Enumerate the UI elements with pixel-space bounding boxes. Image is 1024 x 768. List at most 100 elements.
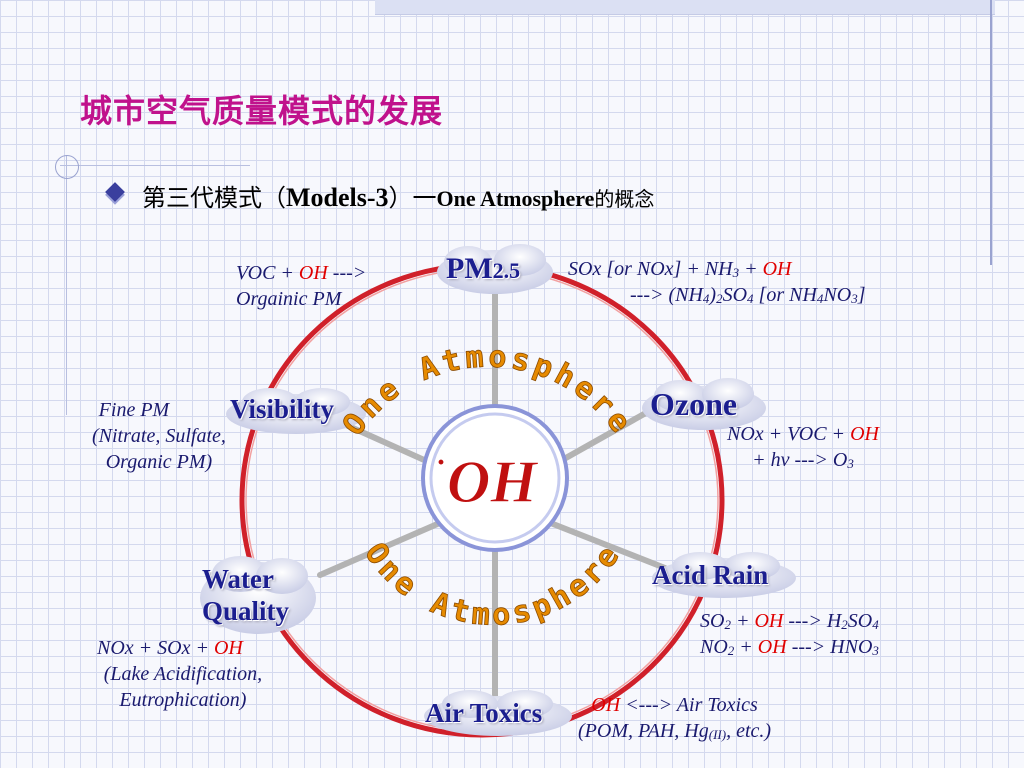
sox-oh: OH <box>762 258 792 280</box>
so2-text-b: + <box>730 610 755 632</box>
sox2-text-a: ---> (NH <box>630 284 703 306</box>
voc-line1: VOC + OH ---> <box>236 260 366 286</box>
no2-text-c: ---> HNO <box>786 636 873 658</box>
acid-rain-label: Acid Rain <box>652 560 769 590</box>
spoke-ozone <box>545 402 663 471</box>
so2-sub1: 2 <box>724 617 731 632</box>
fine-pm-line2: (Nitrate, Sulfate, <box>92 425 226 447</box>
sox2-text-f: ] <box>857 284 866 306</box>
sox2-sub2: 2 <box>716 291 723 306</box>
air-toxics-label: Air Toxics <box>425 698 543 728</box>
fine-pm-annotation: Fine PM (Nitrate, Sulfate, Organic PM) <box>92 397 226 475</box>
nox-oh: OH <box>850 423 879 445</box>
pm25-subscript: 2.5 <box>492 258 521 283</box>
airtox-text-b: <---> Air Toxics <box>620 694 758 716</box>
sox2-sub3: 4 <box>747 291 754 306</box>
right-decoration-line <box>990 0 992 265</box>
airtox-line2: (POM, PAH, Hg(II), etc.) <box>578 718 771 744</box>
sox2-text-d: [or NH <box>753 284 817 306</box>
noxsox-line1: NOx + SOx + OH <box>97 635 269 661</box>
noxsox-line2: (Lake Acidification, <box>103 663 263 685</box>
noxsox-oh: OH <box>213 637 243 659</box>
center-circle <box>421 404 569 552</box>
top-decoration-bar <box>375 0 995 15</box>
so2-text-d: SO <box>847 610 873 632</box>
sox-text-b: + <box>739 258 763 280</box>
sox-line1: SOx [or NOx] + NH3 + OH <box>568 256 866 282</box>
pm25-main: PM <box>446 252 493 285</box>
voc-text-b: ---> <box>327 262 367 284</box>
subtitle-part2: Models-3 <box>286 183 389 212</box>
slide-title: 城市空气质量模式的发展 <box>80 92 444 130</box>
water-quality-line2: Quality <box>202 596 290 626</box>
sox-text-a: SOx [or NOx] + NH <box>568 258 733 280</box>
visibility-cloud <box>226 388 366 434</box>
no2-line: NO2 + OH ---> HNO3 <box>700 634 879 660</box>
subtitle-part3: ）一 <box>388 184 437 212</box>
fine-pm-line1: Fine PM <box>98 399 170 421</box>
title-underline-decoration <box>60 165 250 166</box>
noxsox-line3: Eutrophication) <box>119 689 247 711</box>
sox2-text-b: ) <box>709 284 717 306</box>
visibility-label: Visibility <box>230 394 335 424</box>
no2-text-b: + <box>734 636 758 658</box>
voc-line2: Orgainic PM <box>236 288 342 310</box>
center-oh-label: OH <box>447 449 539 515</box>
nox-line1: NOx + VOC + OH <box>727 421 879 447</box>
sox2-sub5: 3 <box>851 291 858 306</box>
voc-text-a: VOC + <box>236 262 299 284</box>
airtox2-text-a: (POM, PAH, Hg <box>578 720 709 742</box>
water-quality-cloud <box>200 556 316 634</box>
fine-pm-line3: Organic PM) <box>105 451 213 473</box>
nox-line2: + hv ---> O3 <box>727 447 879 473</box>
voc-oh: OH <box>298 262 328 284</box>
acid-rain-cloud <box>652 552 796 598</box>
sox-line2: ---> (NH4)2SO4 [or NH4NO3] <box>568 282 866 308</box>
airtox2-text-b: , etc.) <box>726 720 772 742</box>
no2-text-a: NO <box>700 636 728 658</box>
voc-annotation: VOC + OH ---> Orgainic PM <box>236 260 366 312</box>
so2-text-c: ---> H <box>783 610 842 632</box>
airtox-oh: OH <box>591 694 621 716</box>
pm25-label: PM2.5 <box>446 252 520 286</box>
ozone-cloud <box>642 378 766 430</box>
sox2-sub4: 4 <box>816 291 824 306</box>
water-quality-annotation: NOx + SOx + OH (Lake Acidification, Eutr… <box>97 635 269 713</box>
nox-text-b: + hv ---> O <box>752 449 848 471</box>
sox2-text-e: NO <box>823 284 852 306</box>
so2-line: SO2 + OH ---> H2SO4 <box>700 608 879 634</box>
noxsox-text-a: NOx + SOx + <box>97 637 214 659</box>
corner-circle-decoration <box>55 155 79 179</box>
no2-oh: OH <box>757 636 787 658</box>
subtitle-part4: One Atmosphere <box>436 186 595 211</box>
subtitle-part5: 的概念 <box>594 187 655 211</box>
sox2-sub1: 4 <box>702 291 710 306</box>
no2-sub2: 3 <box>872 643 879 658</box>
no2-sub1: 2 <box>727 643 735 658</box>
nox-sub: 3 <box>847 456 854 471</box>
sox-annotation: SOx [or NOx] + NH3 + OH ---> (NH4)2SO4 [… <box>568 256 866 308</box>
sox-sub-a: 3 <box>732 265 740 280</box>
bullet-text: 第三代模式（Models-3）一One Atmosphere的概念 <box>142 178 654 213</box>
spoke-acid-rain <box>545 519 668 571</box>
so2-text-a: SO <box>700 610 725 632</box>
air-toxics-annotation: OH <---> Air Toxics (POM, PAH, Hg(II), e… <box>578 692 771 744</box>
pm25-cloud <box>437 244 553 294</box>
so2-sub3: 4 <box>872 617 879 632</box>
sox2-text-c: SO <box>722 284 748 306</box>
acid-rain-annotation: SO2 + OH ---> H2SO4 NO2 + OH ---> HNO3 <box>700 608 879 660</box>
so2-oh: OH <box>754 610 784 632</box>
ozone-label: Ozone <box>650 386 738 422</box>
center-dot: · <box>436 446 446 479</box>
left-decoration-line <box>66 155 67 415</box>
subtitle-part1: 第三代模式（ <box>142 184 286 212</box>
nox-annotation: NOx + VOC + OH + hv ---> O3 <box>727 421 879 473</box>
water-quality-line1: Water <box>202 564 274 594</box>
so2-sub2: 2 <box>841 617 848 632</box>
nox-text-a: NOx + VOC + <box>727 423 851 445</box>
airtox-line1: OH <---> Air Toxics <box>578 692 771 718</box>
spoke-water-quality <box>317 519 445 578</box>
center-circle-inner <box>429 412 561 544</box>
air-toxics-cloud <box>424 690 572 736</box>
